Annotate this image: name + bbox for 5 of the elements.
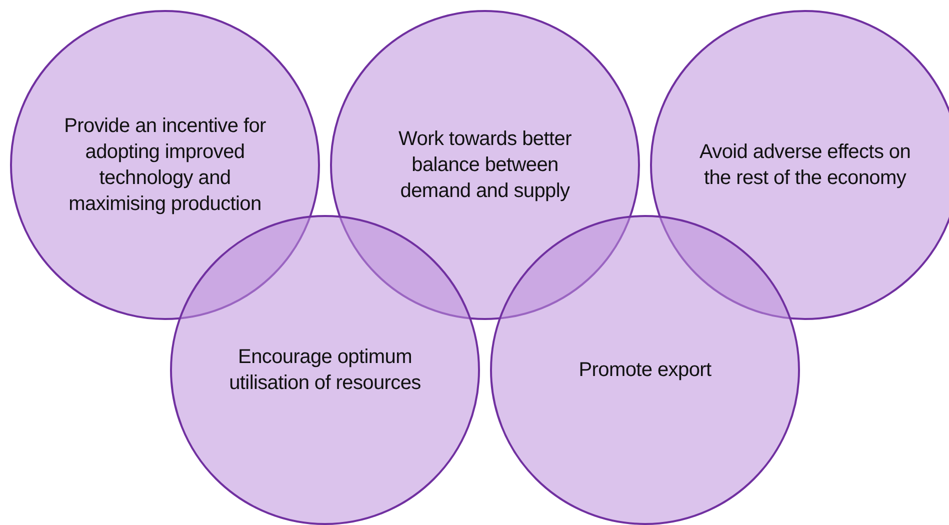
goal-text: Promote export [578, 358, 712, 383]
goal-text: Encourage optimum utilisation of resources [228, 345, 422, 396]
goal-text: Provide an incentive for adopting improved technology and maximising production [63, 114, 267, 217]
goal-text: Avoid adverse effects on the rest of the economy [698, 140, 912, 191]
goal-text: Work towards better balance between demand and supply [398, 127, 572, 204]
